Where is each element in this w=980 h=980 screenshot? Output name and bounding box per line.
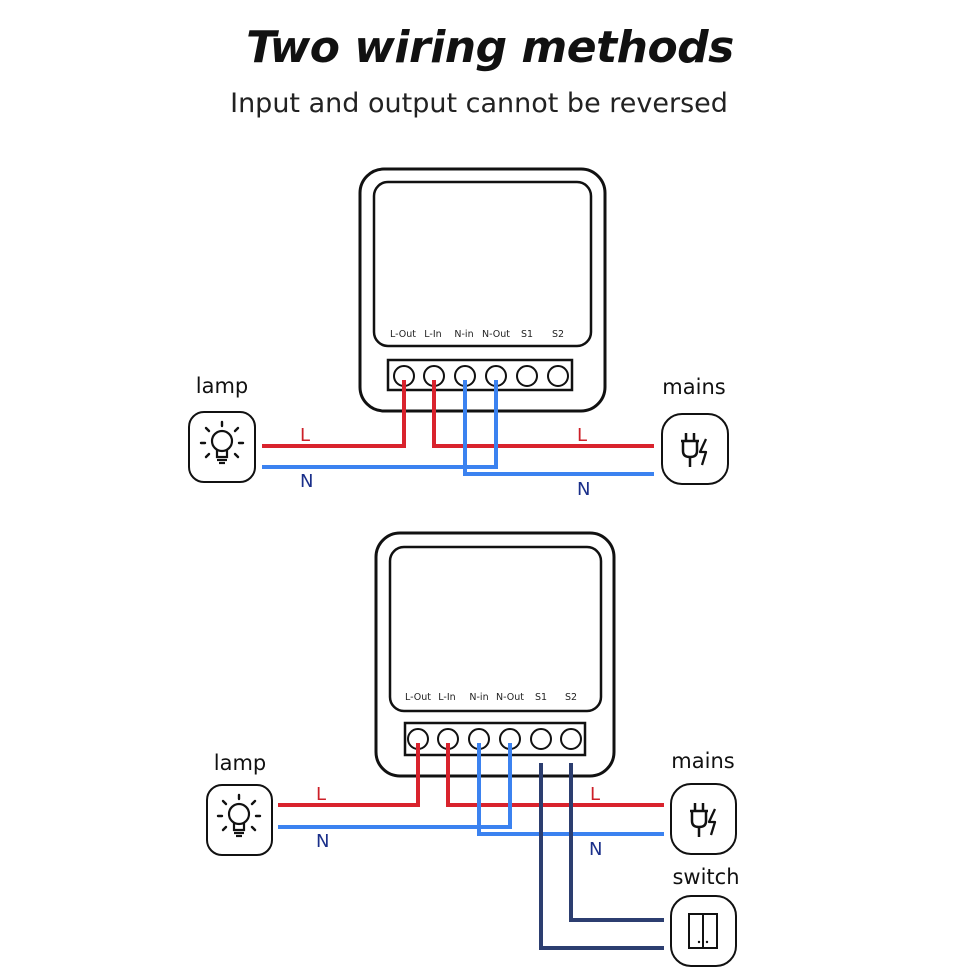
terminal-label: N-in	[469, 692, 488, 703]
live-wire	[432, 380, 654, 448]
lamp-label: lamp	[196, 374, 249, 398]
terminal-label: S2	[552, 329, 564, 340]
mains-box	[670, 783, 737, 855]
live-wire	[446, 743, 664, 807]
page-subtitle: Input and output cannot be reversed	[230, 88, 728, 119]
lamp-live-label: L	[316, 784, 326, 805]
lamp-box	[188, 411, 256, 483]
page-title: Two wiring methods	[246, 22, 734, 73]
mains-live-label: L	[590, 784, 600, 805]
terminal-label: N-Out	[496, 692, 524, 703]
mains-label: mains	[662, 375, 725, 399]
method-1-diagram: L-Out L-In N-in N-Out S1 S2 L N L N lamp	[188, 167, 729, 500]
neutral-wire	[262, 380, 498, 469]
terminal-label: L-In	[438, 692, 455, 703]
mains-live-label: L	[577, 425, 587, 446]
neutral-wire	[477, 743, 664, 836]
terminal-label: N-Out	[482, 329, 510, 340]
mains-neutral-label: N	[589, 839, 602, 860]
lamp-label: lamp	[214, 751, 267, 775]
lamp-live-label: L	[300, 425, 310, 446]
terminal-label: N-in	[454, 329, 473, 340]
terminal-label: L-Out	[405, 692, 431, 703]
live-wire	[278, 743, 420, 807]
live-wire	[262, 380, 406, 448]
switch-wire	[539, 763, 664, 950]
terminal-label: S2	[565, 692, 577, 703]
lamp-neutral-label: N	[300, 471, 313, 492]
terminal-label: L-Out	[390, 329, 416, 340]
relay-module: L-Out L-In N-in N-Out S1 S2	[358, 167, 607, 413]
mains-neutral-label: N	[577, 479, 590, 500]
switch-wire	[569, 763, 664, 922]
terminal-label: S1	[521, 329, 533, 340]
neutral-wire	[278, 743, 512, 829]
neutral-wire	[463, 380, 654, 476]
terminal-label: L-In	[424, 329, 441, 340]
mains-box	[661, 413, 729, 485]
mains-label: mains	[671, 749, 734, 773]
lamp-neutral-label: N	[316, 831, 329, 852]
method-2-diagram: L-Out L-In N-in N-Out S1 S2 L N L N lamp	[206, 531, 740, 967]
terminal-label: S1	[535, 692, 547, 703]
relay-module: L-Out L-In N-in N-Out S1 S2	[374, 531, 616, 778]
switch-label: switch	[672, 865, 739, 889]
